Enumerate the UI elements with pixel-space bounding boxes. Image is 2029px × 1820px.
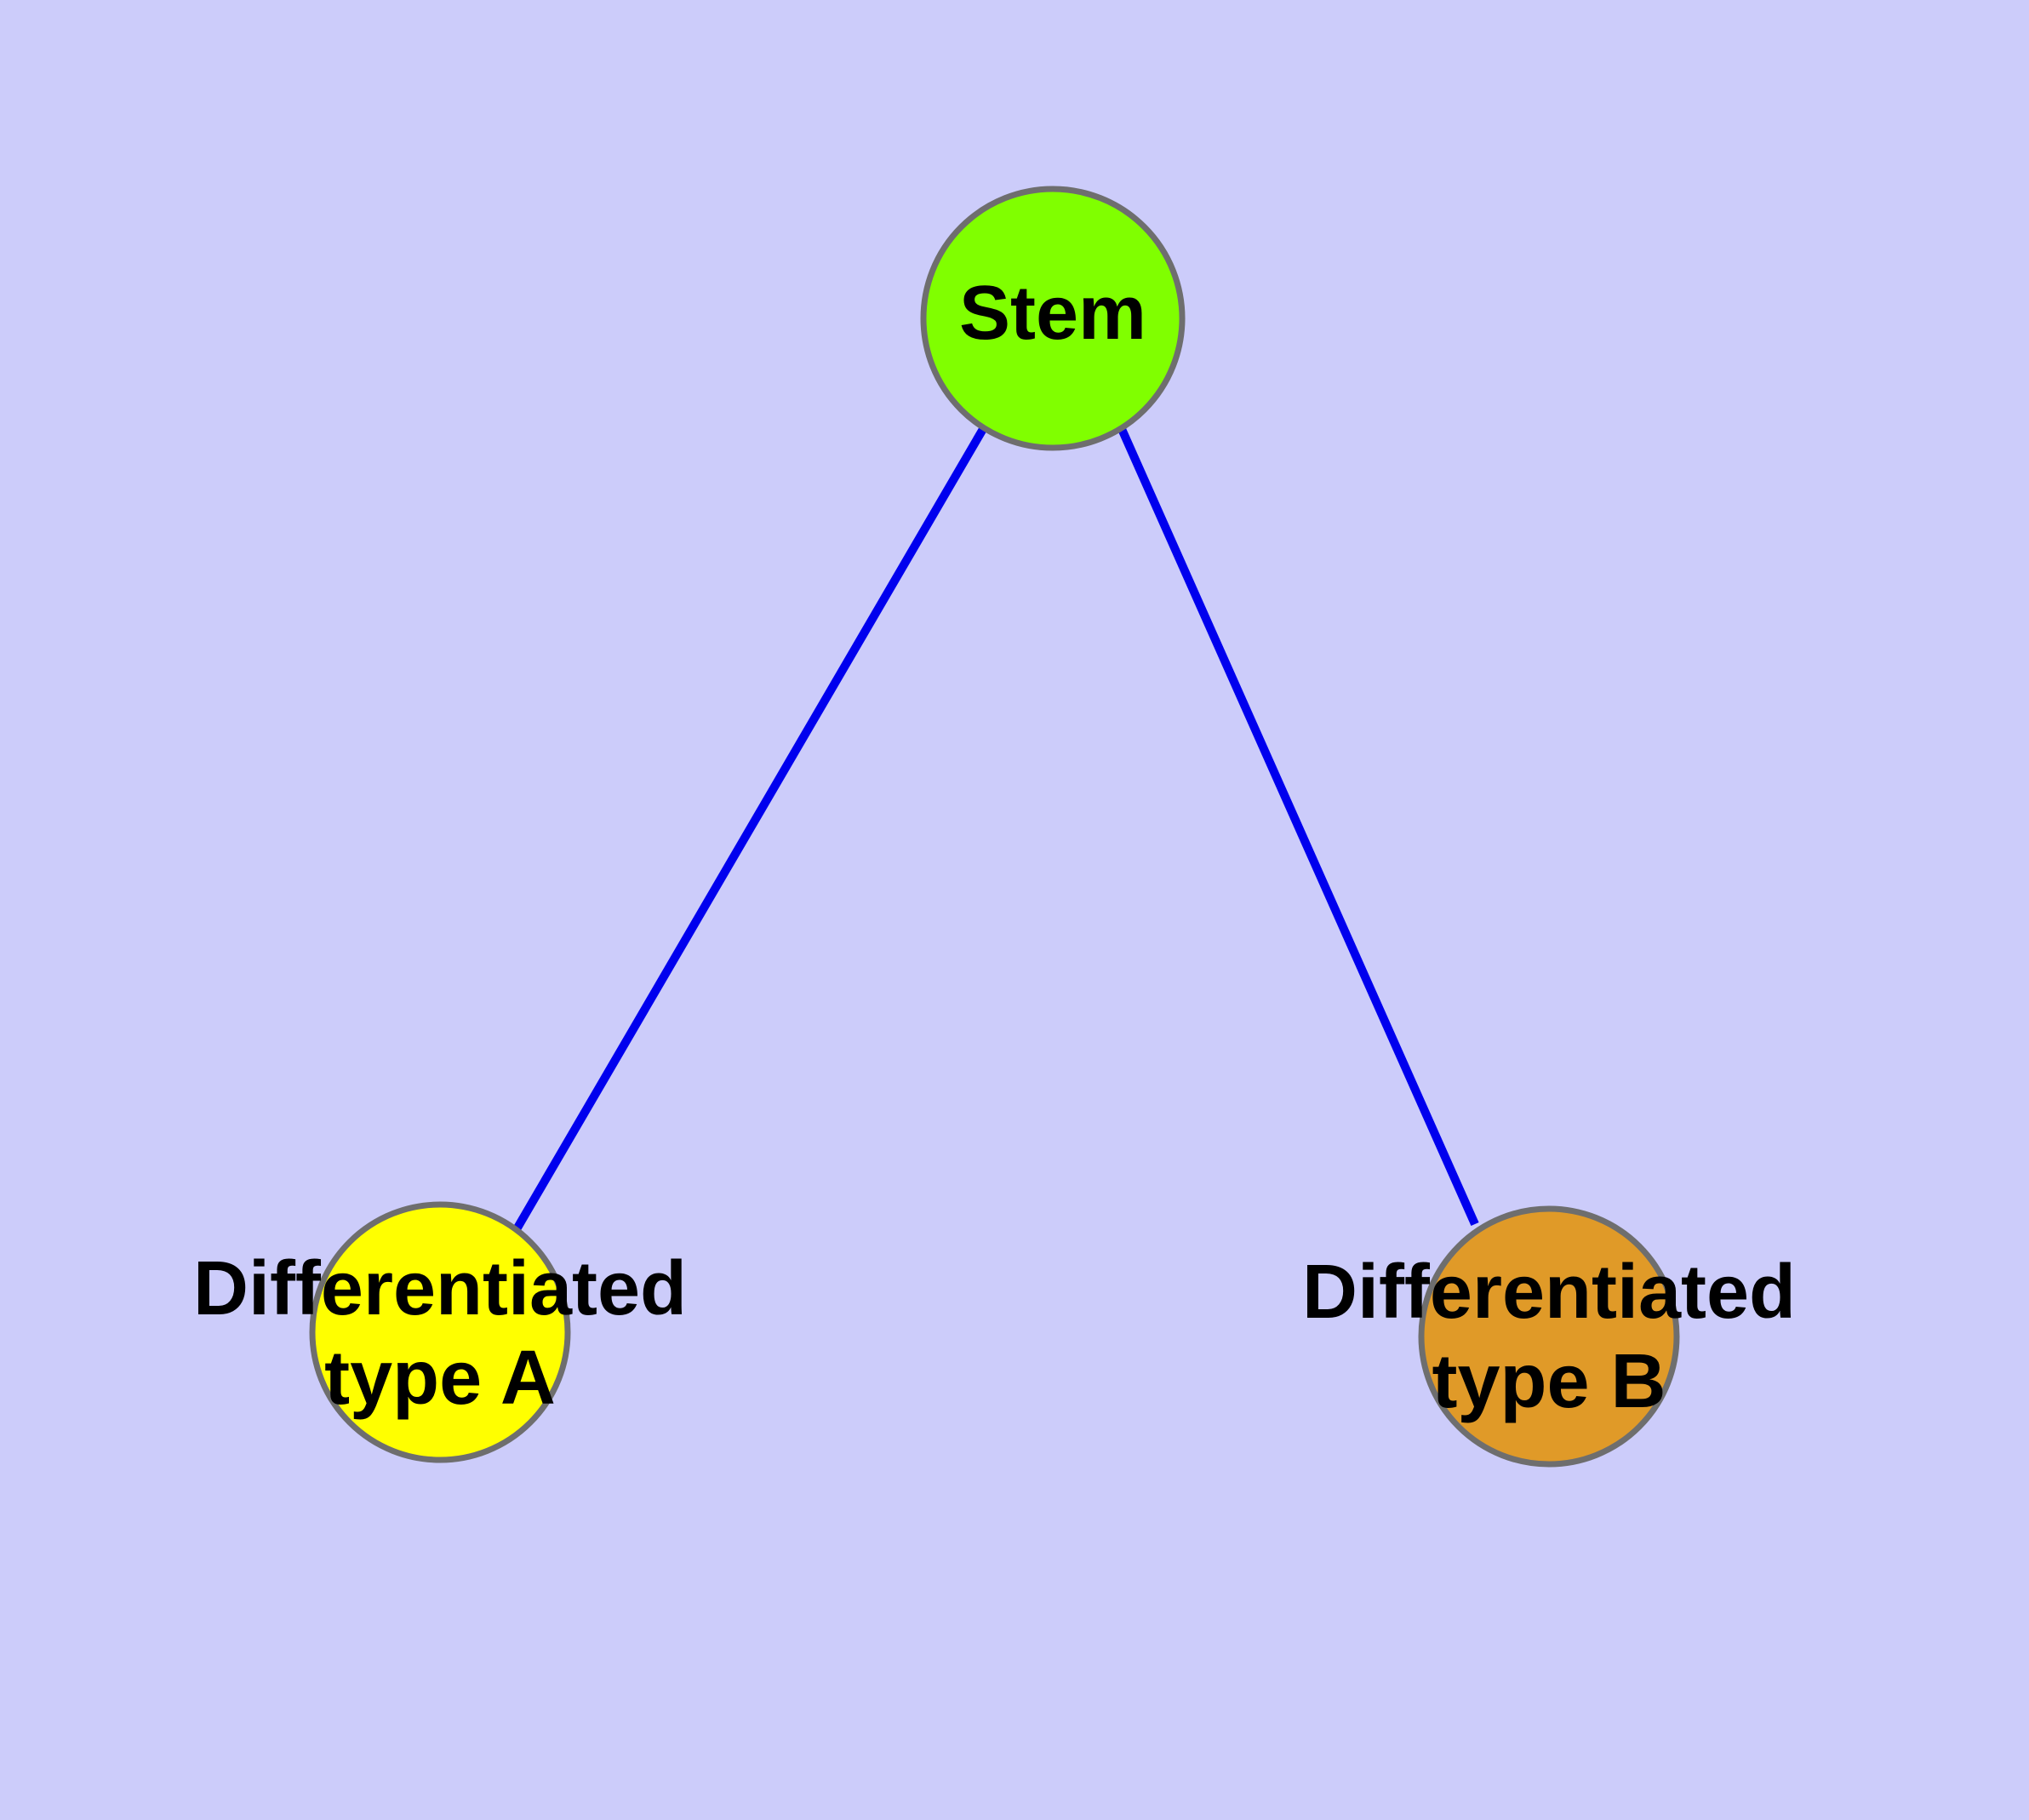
node-differentiated-type-b-circle[interactable] bbox=[1418, 1205, 1680, 1468]
node-differentiated-type-a-circle[interactable] bbox=[309, 1201, 571, 1463]
edges-layer bbox=[512, 426, 1479, 1232]
node-differentiated-type-b-label-line1: Differentiated bbox=[1302, 1250, 1796, 1335]
node-stem-circle[interactable] bbox=[920, 186, 1186, 451]
labels-layer: Stem Differentiated type A Differentiate… bbox=[193, 271, 1796, 1424]
nodes-layer bbox=[309, 186, 1680, 1468]
edge-stem-to-differentiated-type-a[interactable] bbox=[512, 426, 987, 1232]
edge-stem-to-differentiated-type-b[interactable] bbox=[1117, 426, 1479, 1227]
node-differentiated-type-a-label-line2: type A bbox=[324, 1336, 556, 1421]
node-differentiated-type-a-label-line1: Differentiated bbox=[193, 1246, 687, 1331]
node-stem-label: Stem bbox=[959, 271, 1146, 356]
node-differentiated-type-b-label-line2: type B bbox=[1432, 1339, 1666, 1424]
